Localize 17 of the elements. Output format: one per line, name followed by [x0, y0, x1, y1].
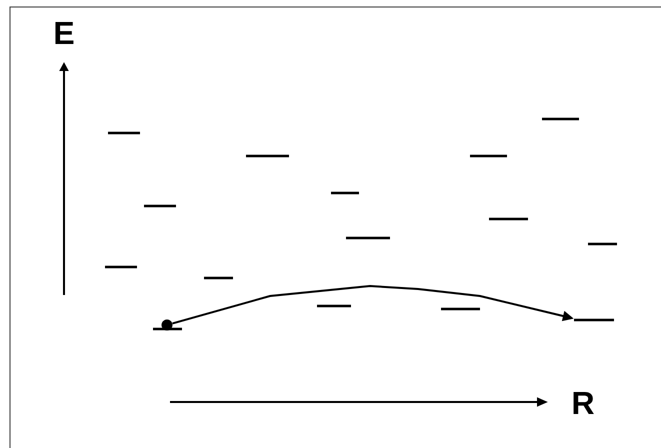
energy-level: [542, 118, 579, 120]
energy-level: [588, 242, 617, 246]
energy-level: [574, 318, 614, 322]
axis-label: E: [55, 22, 74, 44]
axis-label: R: [574, 392, 594, 414]
energy-level: [144, 204, 176, 208]
energy-level: [105, 266, 137, 268]
energy-level: [317, 304, 351, 308]
energy-level: [441, 308, 480, 310]
energy-level: [246, 154, 289, 158]
energy-level: [331, 192, 359, 194]
ball: [162, 320, 172, 330]
energy-level: [470, 154, 507, 158]
energy-level: [489, 218, 528, 220]
energy-level: [108, 132, 140, 134]
energy-level: [204, 276, 233, 280]
energy-level: [346, 236, 390, 240]
